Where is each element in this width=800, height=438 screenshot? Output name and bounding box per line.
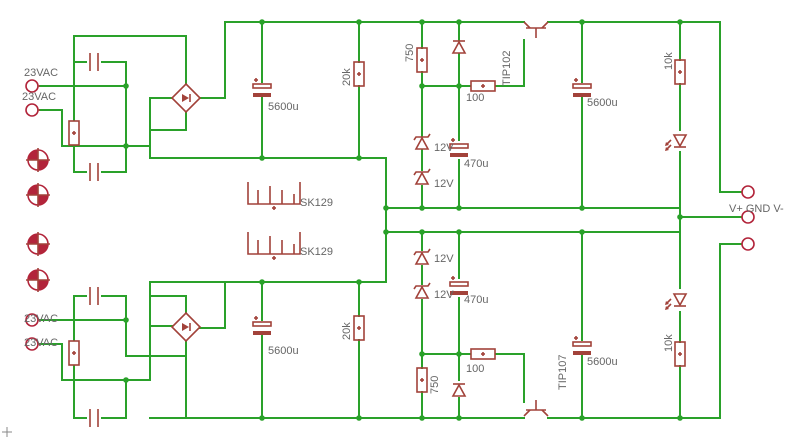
electrolytic-capacitor-top-ref bbox=[449, 138, 469, 157]
transistor-label-bottom: TIP107 bbox=[557, 355, 569, 390]
origin-marker bbox=[2, 427, 12, 437]
resistor-top-zener-bias bbox=[416, 47, 428, 73]
mounting-hole-3 bbox=[26, 232, 50, 256]
ac-label-4: 23VAC bbox=[24, 337, 58, 349]
varistor-bottom bbox=[68, 340, 80, 366]
ac-label-1: 23VAC bbox=[24, 67, 58, 79]
film-capacitor-top-2 bbox=[89, 163, 99, 181]
resistor-label-top-bleeder: 20k bbox=[341, 68, 353, 86]
ac-label-2: 23VAC bbox=[22, 91, 56, 103]
ac-terminal-4 bbox=[25, 337, 40, 351]
ac-terminal-3 bbox=[25, 313, 40, 327]
resistor-top-bleeder bbox=[353, 61, 365, 87]
diode-bottom-protect bbox=[451, 383, 467, 397]
film-capacitor-bottom-2 bbox=[89, 409, 99, 427]
zener-label-top-b: 12V bbox=[434, 178, 454, 190]
output-terminal-negative bbox=[741, 237, 755, 251]
zener-diode-top-a bbox=[413, 133, 431, 150]
led-bottom bbox=[665, 293, 688, 310]
diode-top-protect bbox=[451, 40, 467, 54]
heatsink-top bbox=[247, 182, 301, 210]
cap-label-top-output: 5600u bbox=[587, 97, 618, 109]
zener-diode-bottom-a bbox=[413, 248, 431, 265]
led-top bbox=[665, 134, 688, 151]
electrolytic-capacitor-bottom-main bbox=[252, 316, 272, 335]
cap-label-bottom-output: 5600u bbox=[587, 356, 618, 368]
resistor-bottom-led bbox=[674, 341, 686, 367]
output-terminal-ground bbox=[741, 210, 755, 224]
cap-label-top-ref: 470u bbox=[464, 158, 488, 170]
film-capacitor-bottom-1 bbox=[89, 287, 99, 305]
resistor-bottom-base bbox=[470, 348, 496, 360]
mounting-hole-2 bbox=[26, 183, 50, 207]
ac-terminal-2 bbox=[25, 103, 40, 117]
labels: 23VAC 23VAC 23VAC 23VAC SK129 SK129 5600… bbox=[22, 44, 784, 394]
electrolytic-capacitor-top-output bbox=[572, 78, 592, 97]
cap-label-bottom-main: 5600u bbox=[268, 345, 299, 357]
bridge-rectifier-bottom bbox=[170, 311, 202, 343]
zener-label-bottom-a: 12V bbox=[434, 253, 454, 265]
electrolytic-capacitor-top-main bbox=[252, 78, 272, 97]
transistor-bottom bbox=[523, 400, 549, 417]
resistor-label-top-zener-bias: 750 bbox=[404, 44, 416, 62]
heatsink-label-top: SK129 bbox=[300, 197, 333, 209]
resistor-label-top-base: 100 bbox=[466, 92, 484, 104]
resistor-label-bottom-zener-bias: 750 bbox=[429, 376, 441, 394]
output-label: V+ GND V- bbox=[729, 203, 784, 215]
zener-label-top-a: 12V bbox=[434, 142, 454, 154]
varistor-top bbox=[68, 120, 80, 146]
resistor-label-bottom-led: 10k bbox=[663, 334, 675, 352]
heatsink-bottom bbox=[247, 232, 301, 260]
ac-terminal-1 bbox=[25, 79, 40, 93]
resistor-top-led bbox=[674, 59, 686, 85]
transistor-top bbox=[523, 21, 549, 38]
output-terminal-positive bbox=[741, 185, 755, 199]
junction-dots bbox=[123, 19, 683, 421]
zener-label-bottom-b: 12V bbox=[434, 289, 454, 301]
mounting-hole-1 bbox=[26, 148, 50, 172]
electrolytic-capacitor-bottom-ref bbox=[449, 276, 469, 295]
mounting-hole-4 bbox=[26, 268, 50, 292]
electrolytic-capacitor-bottom-output bbox=[572, 336, 592, 355]
resistor-label-bottom-bleeder: 20k bbox=[341, 322, 353, 340]
resistor-top-base bbox=[470, 80, 496, 92]
heatsink-label-bottom: SK129 bbox=[300, 246, 333, 258]
film-capacitor-top-1 bbox=[89, 53, 99, 71]
resistor-label-bottom-base: 100 bbox=[466, 363, 484, 375]
zener-diode-top-b bbox=[413, 168, 431, 185]
resistor-bottom-zener-bias bbox=[416, 367, 428, 393]
cap-label-top-main: 5600u bbox=[268, 101, 299, 113]
zener-diode-bottom-b bbox=[413, 282, 431, 299]
transistor-label-top: TIP102 bbox=[501, 51, 513, 86]
resistor-label-top-led: 10k bbox=[663, 52, 675, 70]
wires bbox=[39, 21, 743, 419]
resistor-bottom-bleeder bbox=[353, 315, 365, 341]
ac-label-3: 23VAC bbox=[24, 313, 58, 325]
cap-label-bottom-ref: 470u bbox=[464, 294, 488, 306]
bridge-rectifier-top bbox=[170, 82, 202, 114]
